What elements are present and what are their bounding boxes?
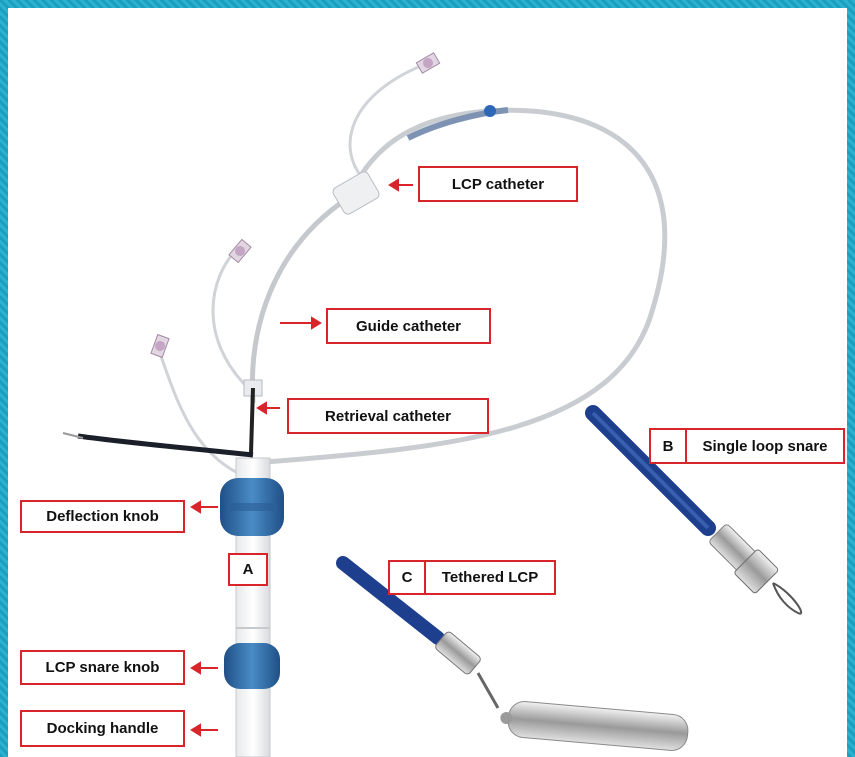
stopcock-icon-3 <box>150 333 170 359</box>
lcp-snare-knob-label: LCP snare knob <box>20 650 185 685</box>
docking-handle-label: Docking handle <box>20 710 185 747</box>
snare-metal-tip-icon <box>709 524 779 594</box>
figure-panel: LCP catheter Guide catheter Retrieval ca… <box>8 8 847 757</box>
lcp-hub-icon <box>332 171 380 215</box>
panel-a-label: A <box>228 553 268 586</box>
panel-b-label: B Single loop snare <box>649 428 845 464</box>
panel-b-letter: B <box>651 430 687 462</box>
deflection-knob-label: Deflection knob <box>20 500 185 533</box>
callout-arrows <box>190 178 413 737</box>
panel-c-text: Tethered LCP <box>441 569 539 586</box>
lcp-catheter-text: LCP catheter <box>451 175 545 193</box>
guide-catheter-text: Guide catheter <box>355 317 462 335</box>
black-sheath <box>77 433 254 458</box>
snare-tip-icon <box>62 432 84 439</box>
lcp-catheter-loop <box>252 107 668 466</box>
lcp-snare-knob-text: LCP snare knob <box>45 659 160 676</box>
retrieval-catheter-label: Retrieval catheter <box>287 398 489 434</box>
side-port-line-3 <box>156 347 239 475</box>
retrieval-catheter-text: Retrieval catheter <box>325 407 451 425</box>
device-illustration <box>62 52 803 757</box>
panel-a-text: A <box>242 561 254 578</box>
tether-metal-tip-icon <box>435 631 481 675</box>
stopcock-icon-1 <box>415 52 441 74</box>
lcp-device-icon <box>500 701 689 751</box>
tethered-blue-shaft <box>336 556 445 645</box>
catheter-marker-icon <box>484 105 496 117</box>
guide-catheter <box>249 195 350 404</box>
side-port-line-1 <box>348 61 429 185</box>
lcp-catheter-blue-band <box>406 107 509 141</box>
side-port-line-2 <box>211 246 250 390</box>
stopcock-icon-2 <box>228 238 252 264</box>
panel-b-text: Single loop snare <box>702 437 828 455</box>
panel-c-label: C Tethered LCP <box>388 560 556 595</box>
deflection-knob-text: Deflection knob <box>46 508 159 525</box>
docking-handle-text: Docking handle <box>46 720 159 737</box>
panel-c-letter: C <box>390 562 426 593</box>
lcp-snare-knob-icon <box>224 643 280 689</box>
snare-loop-icon <box>772 582 803 615</box>
guide-catheter-label: Guide catheter <box>326 308 491 344</box>
lcp-catheter-label: LCP catheter <box>418 166 578 202</box>
retrieval-wire <box>249 387 255 454</box>
tether-line <box>476 672 500 709</box>
